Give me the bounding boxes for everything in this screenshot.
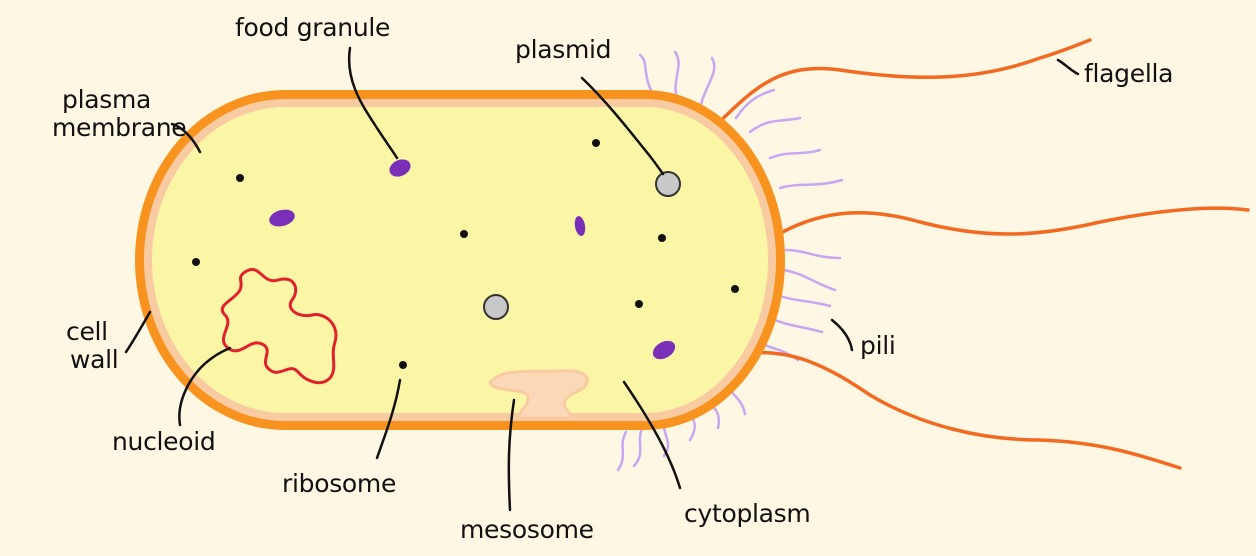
ribosome (399, 361, 407, 369)
ribosome (658, 234, 666, 242)
pili-label: pili (860, 332, 896, 360)
cell-wall-label: cell wall (66, 318, 118, 374)
nucleoid-label: nucleoid (112, 428, 215, 456)
ribosome-label: ribosome (282, 470, 396, 498)
plasma-membrane-label: plasma membrane (52, 86, 186, 142)
ribosome (236, 174, 244, 182)
plasmid-label: plasmid (515, 36, 611, 64)
ribosome (592, 139, 600, 147)
plasmid (656, 172, 680, 196)
cell-wall-label-line1: cell (66, 318, 118, 346)
ribosome (192, 258, 200, 266)
plasma-membrane-label-line1: plasma (52, 86, 186, 114)
cell-wall-label-line2: wall (66, 346, 118, 374)
ribosome (460, 230, 468, 238)
ribosome (731, 285, 739, 293)
plasma-membrane-label-line2: membrane (52, 114, 186, 142)
ribosome (635, 300, 643, 308)
flagella-label: flagella (1084, 60, 1173, 88)
food-granule-label: food granule (235, 14, 390, 42)
mesosome-label: mesosome (460, 516, 594, 544)
plasmid (484, 295, 508, 319)
cytoplasm-label: cytoplasm (684, 500, 810, 528)
cytoplasm (152, 107, 768, 413)
